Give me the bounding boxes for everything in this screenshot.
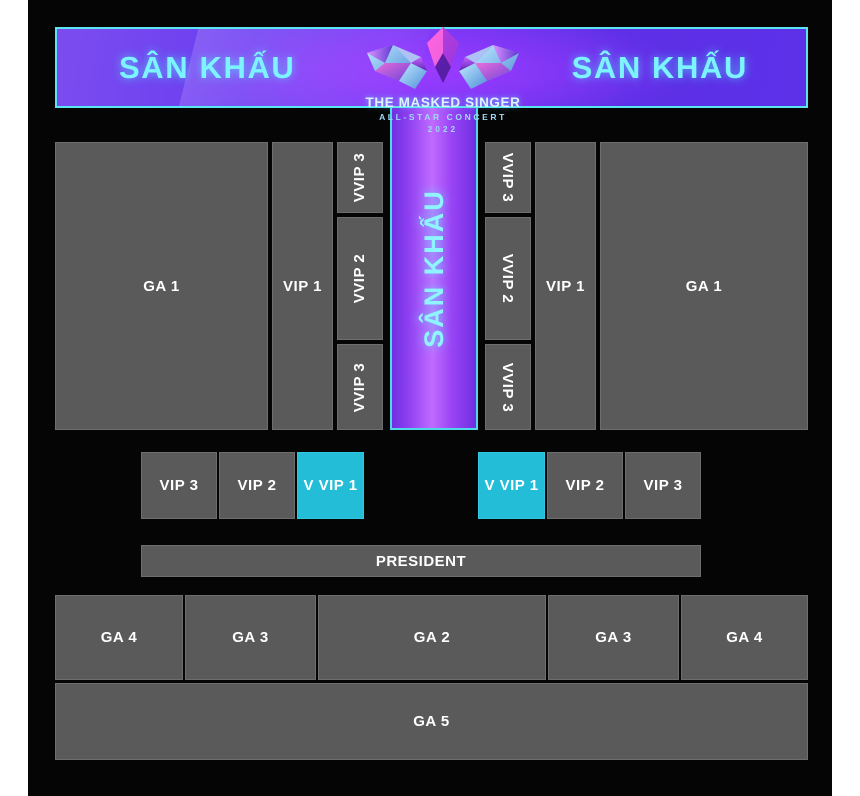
seat-block-vvip-2-left[interactable]: VVIP 2 [337, 217, 383, 340]
seat-block-label: VVIP 3 [351, 152, 369, 203]
seat-block-ga-5[interactable]: GA 5 [55, 683, 808, 760]
seat-block-label: GA 4 [100, 629, 138, 646]
seat-block-vvip-3-left-top[interactable]: VVIP 3 [337, 142, 383, 213]
seat-block-ga-1-left[interactable]: GA 1 [55, 142, 268, 430]
seat-block-label: GA 3 [232, 629, 269, 646]
seat-block-label: GA 2 [413, 629, 451, 646]
seat-block-ga-3-right[interactable]: GA 3 [548, 595, 679, 680]
seat-block-label: GA 5 [413, 713, 450, 730]
seat-block-vvip-1-left[interactable]: V VIP 1 [297, 452, 364, 519]
seat-block-label: VIP 1 [546, 277, 585, 295]
center-runway-label: SÂN KHẤU [418, 188, 449, 348]
seat-block-vvip-2-right[interactable]: VVIP 2 [485, 217, 531, 340]
seat-block-label: PRESIDENT [375, 552, 467, 570]
seat-block-label: GA 1 [143, 277, 180, 295]
seat-block-vvip-1-right[interactable]: V VIP 1 [478, 452, 545, 519]
seat-block-vip-3-left[interactable]: VIP 3 [141, 452, 217, 519]
seat-block-ga-4-left[interactable]: GA 4 [55, 595, 183, 680]
seat-block-label: VIP 2 [237, 477, 277, 494]
seat-block-vip-2-right[interactable]: VIP 2 [547, 452, 623, 519]
stage-banner-label-right: SÂN KHẤU [571, 49, 748, 85]
seat-block-vip-3-right[interactable]: VIP 3 [625, 452, 701, 519]
seat-block-ga-3-left[interactable]: GA 3 [185, 595, 316, 680]
seat-block-label: VIP 2 [565, 477, 605, 494]
seat-block-vvip-3-right-top[interactable]: VVIP 3 [485, 142, 531, 213]
seat-block-label: VVIP 3 [499, 152, 517, 203]
seat-block-label: VVIP 2 [351, 253, 369, 304]
seat-block-label: V VIP 1 [303, 477, 358, 494]
seat-block-president[interactable]: PRESIDENT [141, 545, 701, 577]
center-runway: SÂN KHẤU [390, 108, 478, 430]
seat-block-vvip-3-right-bottom[interactable]: VVIP 3 [485, 344, 531, 430]
poster-canvas: SÂN KHẤU SÂN KHẤU SÂN KHẤU [28, 0, 832, 796]
seat-block-label: VVIP 3 [351, 362, 369, 412]
seat-block-label: VVIP 3 [499, 362, 517, 412]
seat-block-ga-1-right[interactable]: GA 1 [600, 142, 808, 430]
seat-block-label: GA 1 [685, 277, 723, 295]
stage-banner: SÂN KHẤU SÂN KHẤU [55, 27, 808, 108]
seat-block-label: GA 3 [595, 629, 632, 646]
seat-block-vip-1-left[interactable]: VIP 1 [272, 142, 333, 430]
seat-block-label: VIP 3 [159, 477, 199, 494]
seat-block-ga-4-right[interactable]: GA 4 [681, 595, 808, 680]
seat-block-label: VIP 1 [283, 277, 322, 295]
seat-block-label: VVIP 2 [499, 253, 517, 304]
seat-block-label: VIP 3 [643, 477, 683, 494]
seat-block-label: V VIP 1 [484, 477, 539, 494]
seat-block-vvip-3-left-bottom[interactable]: VVIP 3 [337, 344, 383, 430]
seat-block-vip-2-left[interactable]: VIP 2 [219, 452, 295, 519]
seat-block-label: GA 4 [726, 629, 763, 646]
seat-block-vip-1-right[interactable]: VIP 1 [535, 142, 596, 430]
seat-block-ga-2[interactable]: GA 2 [318, 595, 546, 680]
stage-banner-label-left: SÂN KHẤU [119, 49, 296, 85]
